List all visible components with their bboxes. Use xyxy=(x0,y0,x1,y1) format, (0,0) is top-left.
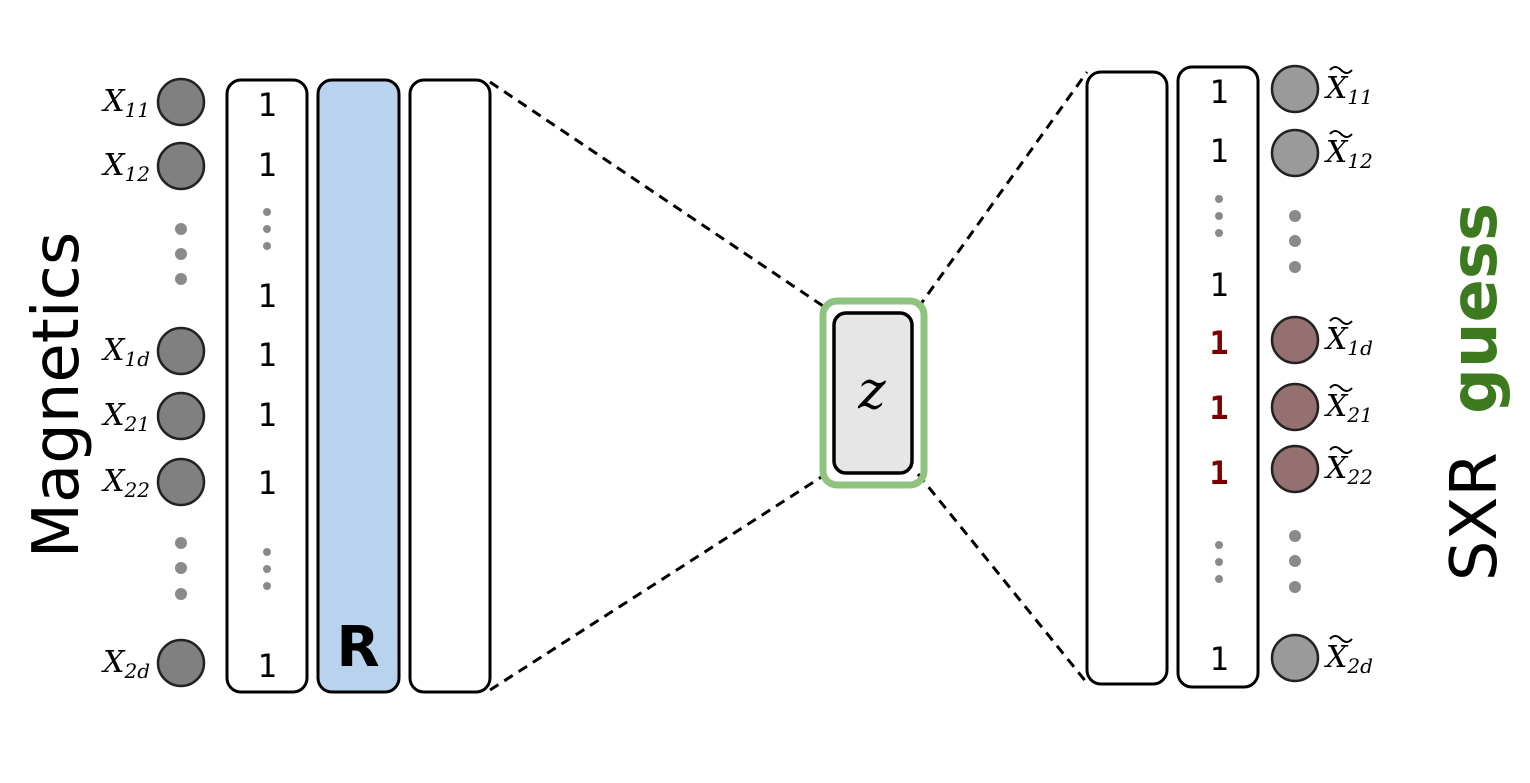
output-node-x1d xyxy=(1270,315,1320,365)
output-column-values: 1 1 1 1 1 1 1 xyxy=(1209,73,1228,678)
output-value: 1 xyxy=(1209,389,1228,427)
output-labels: X11 X12 X1d X21 X22 X2d xyxy=(1324,66,1373,678)
output-label: X11 xyxy=(1324,66,1373,109)
tilde-mark xyxy=(1329,446,1353,454)
output-node-x2d xyxy=(1270,633,1320,683)
output-value: 1 xyxy=(1209,266,1228,304)
input-nodes xyxy=(156,77,206,688)
latent-box xyxy=(832,311,914,475)
output-node-x22 xyxy=(1270,444,1320,494)
svg-text:X11: X11 xyxy=(1324,71,1373,109)
encoder-top-connector xyxy=(489,80,827,310)
r-column xyxy=(316,78,401,694)
decoder-top-connector xyxy=(916,71,1089,309)
left-title: Magnetics xyxy=(20,232,94,558)
input-value: 1 xyxy=(257,277,276,315)
output-nodes xyxy=(1270,64,1320,683)
right-title-guess: guess xyxy=(1438,203,1512,414)
input-label: X11 xyxy=(101,84,150,122)
input-node-x2d xyxy=(156,638,206,688)
tilde-mark xyxy=(1329,317,1353,325)
input-value: 1 xyxy=(257,647,276,685)
output-value: 1 xyxy=(1209,640,1228,678)
input-ellipsis-dots xyxy=(175,223,187,600)
right-title: SXR guess xyxy=(1438,203,1512,581)
output-label: X21 xyxy=(1324,384,1373,427)
input-value: 1 xyxy=(257,146,276,184)
input-node-x12 xyxy=(156,141,206,191)
output-column-ellipsis xyxy=(1215,195,1223,583)
right-title-sxr: SXR xyxy=(1438,452,1512,581)
output-value: 1 xyxy=(1209,132,1228,170)
svg-text:X22: X22 xyxy=(1324,451,1373,489)
output-label: X12 xyxy=(1324,130,1373,173)
encoder-hidden-layer xyxy=(408,78,492,694)
svg-text:X21: X21 xyxy=(1324,389,1373,427)
input-value: 1 xyxy=(257,336,276,374)
svg-text:X2d: X2d xyxy=(1324,640,1373,678)
input-labels: X11 X12 X1d X21 X22 X2d xyxy=(101,84,150,683)
input-label: X1d xyxy=(101,333,150,371)
input-label: X22 xyxy=(101,464,150,502)
input-value: 1 xyxy=(257,464,276,502)
output-label: X22 xyxy=(1324,446,1373,489)
output-value: 1 xyxy=(1209,454,1228,492)
tilde-mark xyxy=(1329,635,1353,643)
svg-text:X1d: X1d xyxy=(1324,322,1373,360)
input-label: X21 xyxy=(101,398,150,436)
output-label: X1d xyxy=(1324,317,1373,360)
output-node-x21 xyxy=(1270,382,1320,432)
output-value: 1 xyxy=(1209,73,1228,111)
output-node-x11 xyxy=(1270,64,1320,114)
tilde-mark xyxy=(1329,384,1353,392)
input-column-ellipsis xyxy=(263,208,271,590)
latent-label: z xyxy=(857,361,886,421)
decoder-bottom-connector xyxy=(916,473,1089,684)
output-label: X2d xyxy=(1324,635,1373,678)
decoder-hidden-layer xyxy=(1085,70,1169,686)
connector-lines xyxy=(489,71,1089,692)
r-label: R xyxy=(336,615,379,680)
input-value: 1 xyxy=(257,86,276,124)
output-node-x12 xyxy=(1270,128,1320,178)
input-node-x1d xyxy=(156,326,206,376)
input-node-x11 xyxy=(156,77,206,127)
input-column-values: 1 1 1 1 1 1 1 xyxy=(257,86,276,685)
input-label: X12 xyxy=(101,148,150,186)
input-label: X2d xyxy=(101,645,150,683)
tilde-mark xyxy=(1329,130,1353,138)
output-column xyxy=(1176,65,1260,689)
input-node-x22 xyxy=(156,457,206,507)
output-value: 1 xyxy=(1209,324,1228,362)
output-ellipsis-dots xyxy=(1289,210,1301,593)
latent-highlight-border xyxy=(819,297,928,489)
input-value: 1 xyxy=(257,396,276,434)
svg-text:X12: X12 xyxy=(1324,135,1373,173)
encoder-bottom-connector xyxy=(489,472,827,692)
input-column xyxy=(225,78,309,694)
input-node-x21 xyxy=(156,391,206,441)
tilde-mark xyxy=(1329,66,1353,74)
